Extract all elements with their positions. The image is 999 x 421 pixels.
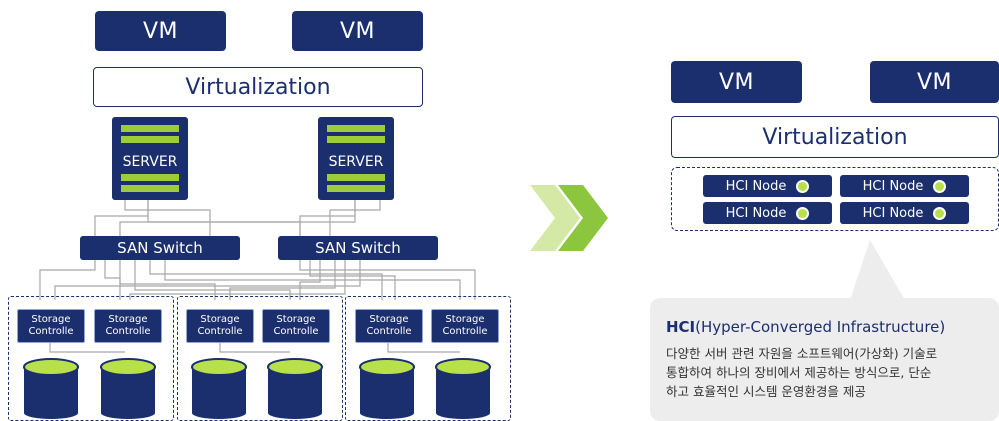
hci-node: HCI Node bbox=[840, 202, 969, 224]
callout-desc-line: 통합하여 하나의 장비에서 제공하는 방식으로, 단순 bbox=[666, 365, 932, 380]
storage-controller: Storage Controlle bbox=[186, 309, 254, 343]
callout-desc-line: 다양한 서버 관련 자원을 소프트웨어(가상화) 기술로 bbox=[666, 346, 938, 361]
vm-box-left-1: VM bbox=[95, 11, 226, 51]
status-dot-icon bbox=[933, 179, 947, 193]
virtualization-layer-right: Virtualization bbox=[671, 116, 999, 158]
storage-controller-label: Storage bbox=[369, 314, 409, 325]
storage-controller: Storage Controlle bbox=[355, 309, 423, 343]
callout-pointer bbox=[850, 240, 905, 300]
storage-controller: Storage Controlle bbox=[17, 309, 85, 343]
vm-box-right-1: VM bbox=[671, 61, 802, 103]
callout-title: HCI(Hyper-Converged Infrastructure) bbox=[666, 318, 996, 336]
callout-desc-line: 하고 효율적인 시스템 운영환경을 제공 bbox=[666, 384, 866, 399]
status-dot-icon bbox=[796, 179, 810, 193]
callout-description: 다양한 서버 관련 자원을 소프트웨어(가상화) 기술로 통합하여 하나의 장비… bbox=[666, 344, 996, 401]
storage-controller-label: Storage bbox=[445, 314, 485, 325]
status-dot-icon bbox=[933, 206, 947, 220]
storage-controller-label: Controlle bbox=[197, 326, 243, 337]
hci-node: HCI Node bbox=[703, 202, 832, 224]
storage-controller-label: Storage bbox=[31, 314, 71, 325]
storage-controller-label: Controlle bbox=[442, 326, 488, 337]
hci-node: HCI Node bbox=[703, 175, 832, 197]
server-icon: SERVER bbox=[112, 117, 188, 200]
storage-controller-label: Controlle bbox=[28, 326, 74, 337]
storage-controller-label: Storage bbox=[276, 314, 316, 325]
status-dot-icon bbox=[796, 206, 810, 220]
virtualization-layer-left: Virtualization bbox=[93, 67, 423, 107]
server-icon: SERVER bbox=[318, 117, 394, 200]
disk-icon bbox=[23, 358, 491, 419]
hci-node-label: HCI Node bbox=[862, 178, 924, 194]
storage-controller-label: Controlle bbox=[105, 326, 151, 337]
callout-title-rest: (Hyper-Converged Infrastructure) bbox=[695, 318, 946, 336]
storage-controller: Storage Controlle bbox=[262, 309, 330, 343]
hci-node-label: HCI Node bbox=[862, 205, 924, 221]
vm-box-left-2: VM bbox=[292, 11, 423, 51]
callout-title-bold: HCI bbox=[666, 318, 696, 336]
callout-background bbox=[650, 298, 999, 421]
storage-controller-label: Storage bbox=[200, 314, 240, 325]
storage-controller: Storage Controlle bbox=[431, 309, 499, 343]
hci-node-label: HCI Node bbox=[725, 178, 787, 194]
san-switch-2: SAN Switch bbox=[278, 236, 438, 260]
vm-box-right-2: VM bbox=[870, 61, 999, 103]
hci-node-label: HCI Node bbox=[725, 205, 787, 221]
server-label: SERVER bbox=[122, 154, 178, 170]
server-label: SERVER bbox=[328, 154, 384, 170]
storage-controller: Storage Controlle bbox=[94, 309, 162, 343]
double-chevron-right-icon bbox=[530, 185, 608, 251]
san-switch-1: SAN Switch bbox=[80, 236, 240, 260]
storage-controller-label: Controlle bbox=[273, 326, 319, 337]
storage-controller-label: Storage bbox=[108, 314, 148, 325]
storage-controller-label: Controlle bbox=[366, 326, 412, 337]
hci-node: HCI Node bbox=[840, 175, 969, 197]
